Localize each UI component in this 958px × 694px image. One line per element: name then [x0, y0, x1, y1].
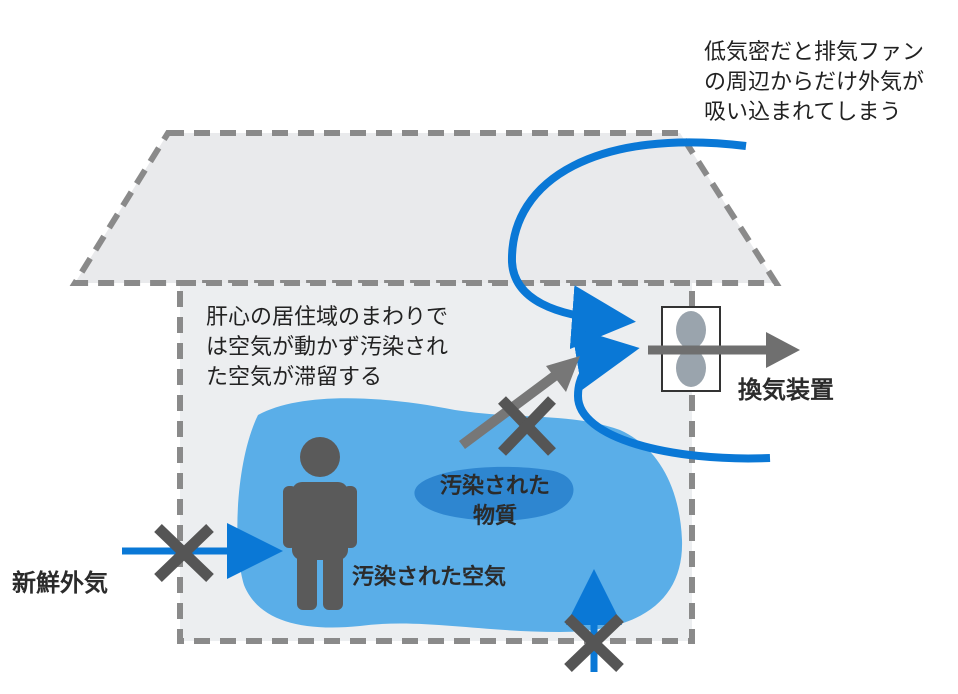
- person-icon: [283, 437, 357, 610]
- contaminant-blob: [414, 466, 574, 521]
- exhaust-out-arrow: [648, 332, 800, 368]
- contaminant-label: 汚染された 物質: [439, 474, 550, 529]
- ventilator-label: 換気装置: [738, 376, 834, 404]
- house-roof: [69, 130, 782, 286]
- exhaust-note: 低気密だと排気ファン の周辺からだけ外気が 吸い込まれてしまう: [704, 40, 925, 125]
- blocked-cross-icon: [154, 524, 214, 582]
- intake-flow-top: [507, 138, 747, 350]
- fresh-air-label: 新鮮外気: [12, 569, 108, 597]
- polluted-air-label: 汚染された空気: [352, 565, 507, 590]
- blocked-cross-icon: [498, 396, 556, 456]
- blocked-cross-icon: [564, 614, 624, 672]
- stagnant-air-note: 肝心の居住域のまわりで は空気が動かず汚染され た空気が滞留する: [206, 305, 449, 390]
- intake-flow-bottom: [571, 327, 771, 463]
